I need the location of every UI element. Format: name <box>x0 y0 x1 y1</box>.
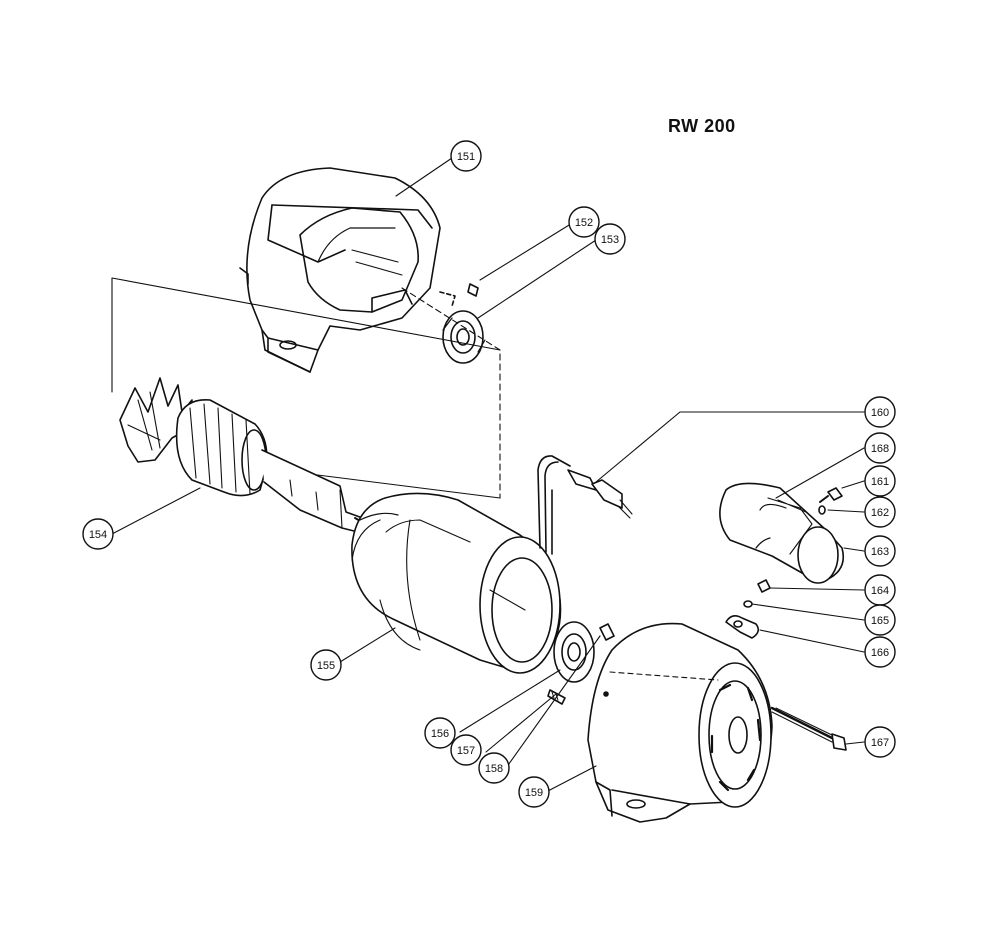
callout-circle <box>594 223 626 255</box>
callout-154: 154 <box>82 518 114 550</box>
callout-156: 156 <box>424 717 456 749</box>
pin-152 <box>439 283 479 307</box>
callout-number: 168 <box>871 443 889 455</box>
callout-circle <box>864 726 896 758</box>
callout-number: 158 <box>485 763 503 775</box>
callout-circle <box>450 734 482 766</box>
callout-circle <box>424 717 456 749</box>
leader-lines <box>111 157 865 793</box>
callout-circle <box>864 636 896 668</box>
callout-number: 161 <box>871 476 889 488</box>
callout-circle <box>864 432 896 464</box>
callout-circle <box>518 776 550 808</box>
bearing-153 <box>442 310 486 364</box>
washer-162 <box>818 505 826 515</box>
callout-circle <box>568 206 600 238</box>
callout-labels: 151 152 153 154 155 156 157 158 159 160 168 161 162 1… <box>82 140 896 808</box>
bearing-156 <box>553 621 595 683</box>
callout-166: 166 <box>864 636 896 668</box>
callout-circle <box>864 496 896 528</box>
callout-number: 167 <box>871 737 889 749</box>
callout-number: 164 <box>871 585 889 597</box>
callout-circle <box>478 752 510 784</box>
callout-number: 166 <box>871 647 889 659</box>
callout-165: 165 <box>864 604 896 636</box>
model-title: RW 200 <box>668 116 736 136</box>
screw-167 <box>770 706 847 751</box>
callout-152: 152 <box>568 206 600 238</box>
callout-163: 163 <box>864 535 896 567</box>
callout-number: 152 <box>575 217 593 229</box>
callout-number: 165 <box>871 615 889 627</box>
clamp-166 <box>725 614 760 639</box>
screw-161 <box>819 487 843 503</box>
callout-162: 162 <box>864 496 896 528</box>
stator-155 <box>351 455 571 674</box>
callout-157: 157 <box>450 734 482 766</box>
end-bell-housing-159 <box>587 622 773 823</box>
callout-circle <box>310 649 342 681</box>
callout-number: 163 <box>871 546 889 558</box>
callout-number: 162 <box>871 507 889 519</box>
callout-164: 164 <box>864 574 896 606</box>
callout-circle <box>864 396 896 428</box>
callout-circle <box>864 535 896 567</box>
callout-number: 159 <box>525 787 543 799</box>
callout-168: 168 <box>864 432 896 464</box>
key-158 <box>599 623 615 641</box>
end-bell-housing-151 <box>239 167 441 373</box>
callout-153: 153 <box>594 223 626 255</box>
callout-circle <box>450 140 482 172</box>
callout-number: 151 <box>457 151 475 163</box>
callout-151: 151 <box>450 140 482 172</box>
wire-connector-160 <box>567 469 633 519</box>
callout-number: 154 <box>89 529 107 541</box>
capacitor-163 <box>719 482 845 584</box>
callout-161: 161 <box>864 465 896 497</box>
callout-160: 160 <box>864 396 896 428</box>
armature-154 <box>119 377 369 535</box>
callout-number: 157 <box>457 745 475 757</box>
callout-159: 159 <box>518 776 550 808</box>
callout-number: 160 <box>871 407 889 419</box>
callout-number: 156 <box>431 728 449 740</box>
callout-circle <box>864 604 896 636</box>
callout-155: 155 <box>310 649 342 681</box>
callout-number: 153 <box>601 234 619 246</box>
callout-circle <box>82 518 114 550</box>
callout-circle <box>864 465 896 497</box>
callout-167: 167 <box>864 726 896 758</box>
callout-number: 155 <box>317 660 335 672</box>
screw-164 <box>757 579 771 593</box>
callout-158: 158 <box>478 752 510 784</box>
washer-165 <box>743 600 753 608</box>
